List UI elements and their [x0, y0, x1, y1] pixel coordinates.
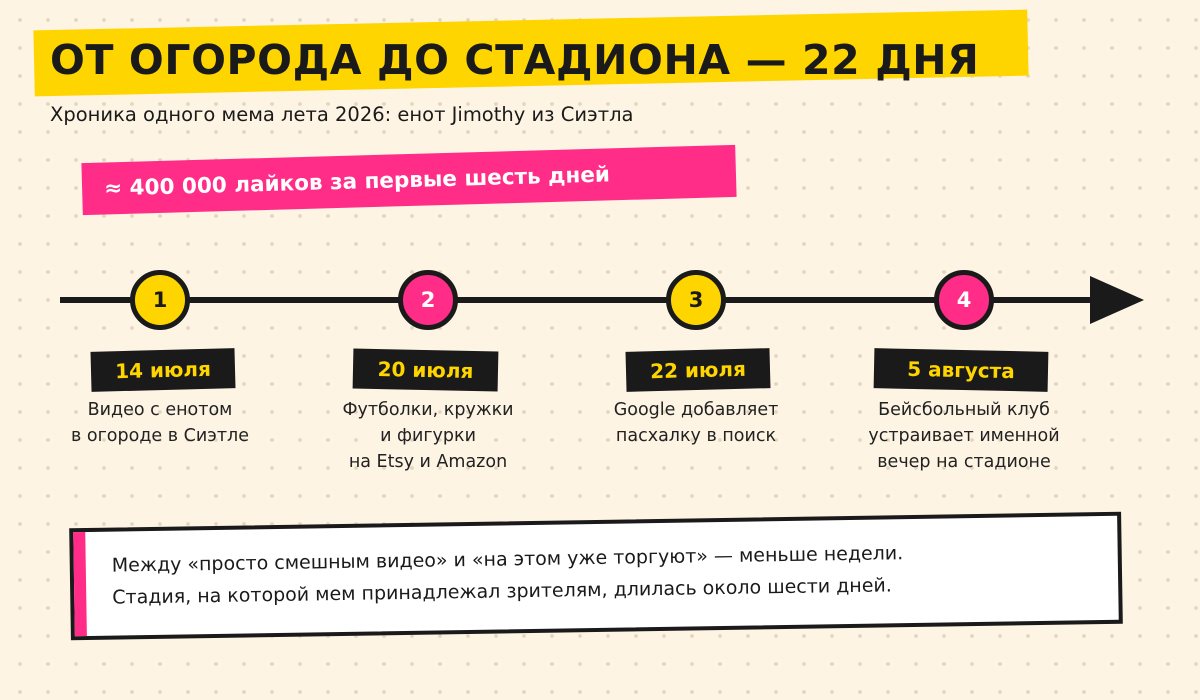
description-line: Google добавляет [613, 400, 779, 420]
description-line: Бейсбольный клуб [878, 400, 1050, 420]
timeline-date-2: 20 июля [352, 348, 499, 392]
description-line: на Etsy и Amazon [348, 452, 508, 472]
timeline-node-4: 4 [934, 270, 994, 330]
timeline-arrow-icon [1090, 276, 1144, 324]
timeline-date-label: 20 июля [377, 357, 474, 383]
description-line: Видео с енотом [87, 400, 233, 420]
timeline-date-label: 22 июля [649, 356, 747, 384]
timeline-date-4: 5 августа [873, 348, 1049, 392]
summary-callout: Между «просто смешным видео» и «на этом … [69, 511, 1123, 641]
timeline-node-2: 2 [398, 270, 458, 330]
timeline-description-2: Футболки, кружки и фигурки на Etsy и Ama… [303, 397, 553, 475]
likes-banner: ≈ 400 000 лайков за первые шесть дней [81, 144, 737, 216]
timeline-node-1: 1 [130, 270, 190, 330]
timeline-date-1: 14 июля [90, 348, 236, 392]
timeline-node-number: 2 [420, 288, 436, 312]
timeline-node-number: 4 [956, 288, 972, 312]
timeline-date-3: 22 июля [625, 348, 771, 392]
timeline-axis [60, 297, 1100, 303]
description-line: устраивает именной [868, 426, 1060, 446]
callout-accent-bar [73, 532, 87, 637]
timeline-description-1: Видео с енотом в огороде в Сиэтле [35, 397, 285, 449]
page-subtitle: Хроника одного мема лета 2026: енот Jimo… [50, 103, 634, 126]
timeline-description-3: Google добавляет пасхалку в поиск [571, 397, 821, 449]
description-line: в огороде в Сиэтле [71, 426, 249, 446]
callout-text: Между «просто смешным видео» и «на этом … [112, 537, 904, 613]
timeline-description-4: Бейсбольный клуб устраивает именной вече… [839, 397, 1089, 475]
timeline-node-number: 1 [152, 288, 168, 312]
timeline-node-3: 3 [666, 270, 726, 330]
timeline-node-number: 3 [688, 288, 704, 312]
timeline-date-label: 14 июля [114, 356, 212, 384]
page-title: ОТ ОГОРОДА ДО СТАДИОНА — 22 ДНЯ [50, 36, 980, 84]
description-line: Футболки, кружки [342, 400, 514, 420]
description-line: вечер на стадионе [877, 452, 1051, 472]
likes-text: ≈ 400 000 лайков за первые шесть дней [103, 161, 611, 202]
description-line: пасхалку в поиск [615, 426, 777, 446]
timeline-date-label: 5 августа [907, 356, 1015, 384]
description-line: и фигурки [380, 426, 476, 446]
